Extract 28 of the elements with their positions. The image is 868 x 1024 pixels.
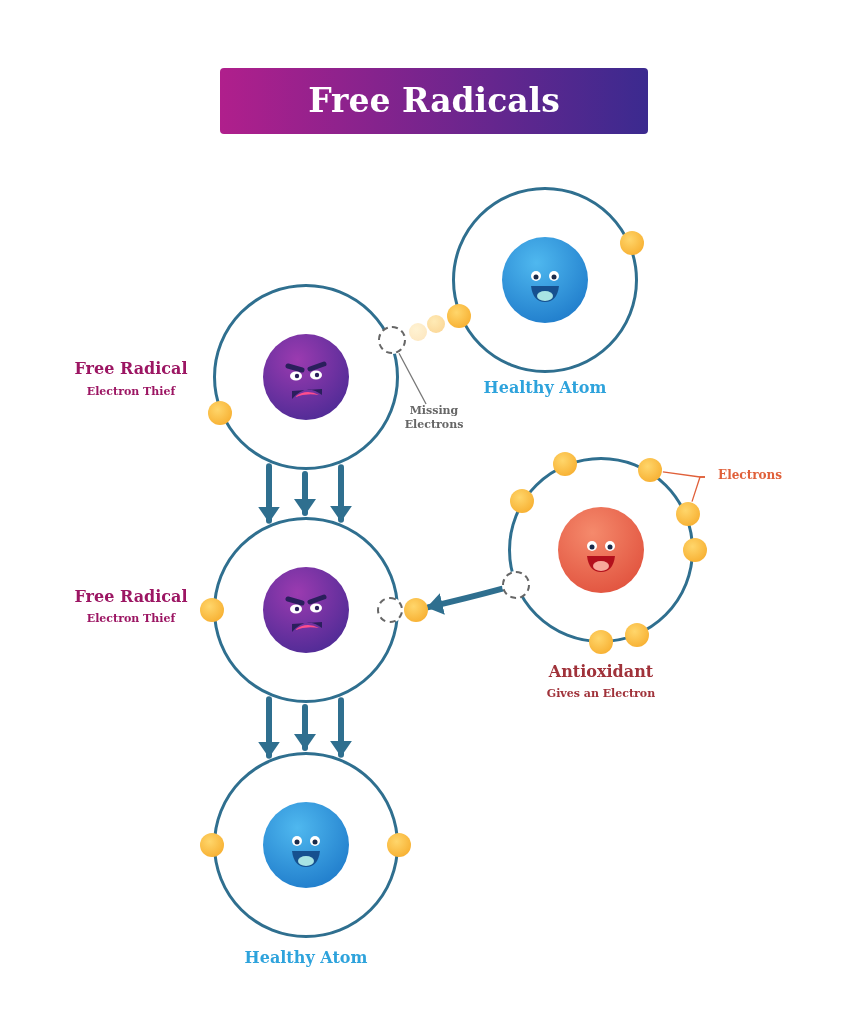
electron <box>427 315 445 333</box>
leader-line <box>691 476 706 503</box>
arrow <box>258 696 280 759</box>
electron <box>409 323 427 341</box>
atom-orbit <box>213 517 399 703</box>
atom-subtitle: Electron Thief <box>86 610 176 627</box>
atom-title: Free Radical <box>74 358 188 380</box>
callout-label: Missing Electrons <box>404 404 464 432</box>
arrow <box>294 704 316 751</box>
arrow <box>258 463 280 524</box>
callout-label: Electrons <box>705 468 795 483</box>
electron <box>676 502 700 526</box>
atom-orbit <box>452 187 638 373</box>
leader-line <box>398 352 427 405</box>
atom-title: Free Radical <box>74 586 188 608</box>
electron <box>404 598 428 622</box>
atom-subtitle: Electron Thief <box>86 383 176 400</box>
arrow <box>294 471 316 516</box>
atom-title: Healthy Atom <box>244 947 368 969</box>
atom-title: Healthy Atom <box>483 377 607 399</box>
title-banner: Free Radicals <box>220 68 648 134</box>
arrow <box>330 697 352 758</box>
atom-orbit <box>213 752 399 938</box>
atom-title: Antioxidant <box>548 661 654 683</box>
missing-electron-slot <box>378 326 406 354</box>
missing-electron-slot <box>502 571 530 599</box>
arrow <box>330 464 352 523</box>
atom-subtitle: Gives an Electron <box>546 685 656 702</box>
